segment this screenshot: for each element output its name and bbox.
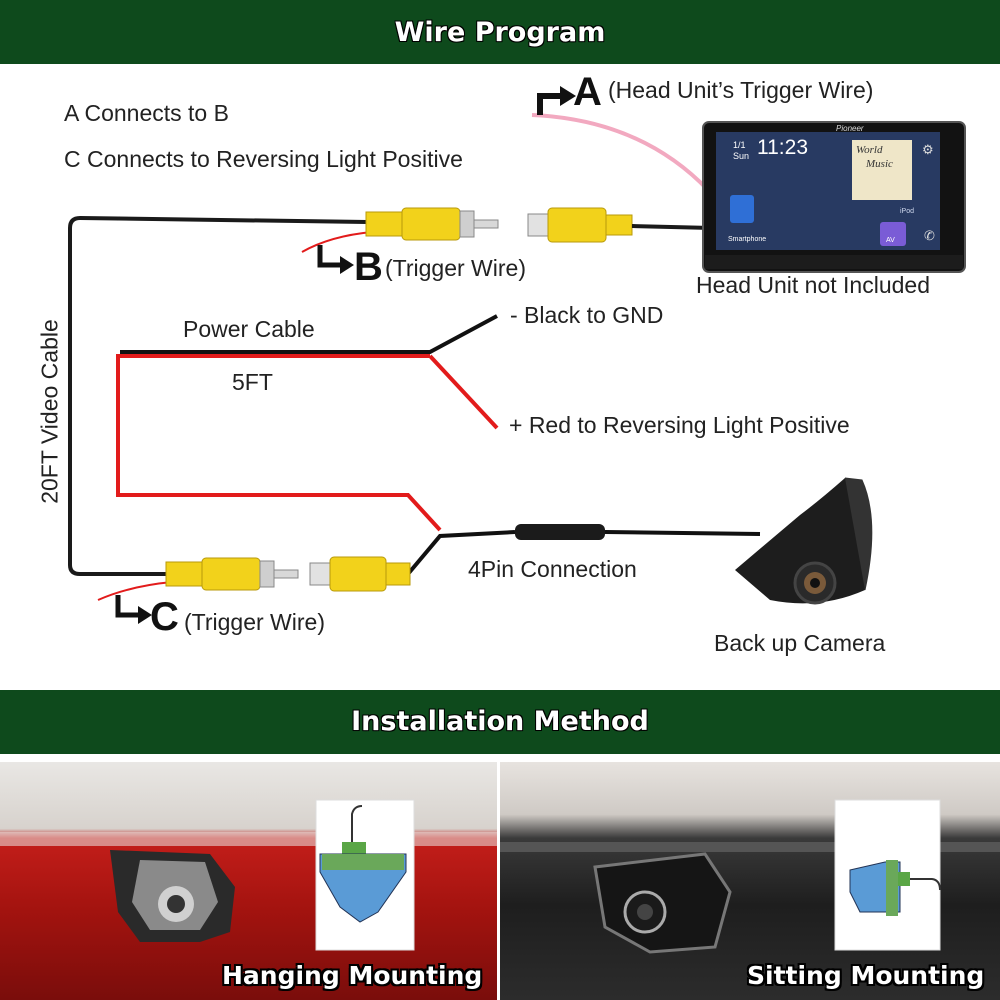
four-pin-label: 4Pin Connection (468, 556, 637, 582)
note-a-connects-b: A Connects to B (64, 100, 229, 126)
screen-brand: Pioneer (836, 124, 864, 133)
point-c-letter: C (150, 595, 179, 639)
screen-date: 1/1 Sun (733, 140, 750, 161)
rca-plug-top (365, 207, 499, 241)
rca-jack-bottom (309, 556, 411, 592)
rca-plug-bottom (165, 557, 299, 591)
sitting-mounting-photo: Sitting Mounting (500, 762, 1000, 1000)
wiring-diagram (68, 86, 966, 624)
point-c-text: (Trigger Wire) (184, 609, 325, 635)
arrow-c-icon (115, 595, 140, 618)
wire-program-banner: Wire Program (0, 0, 1000, 64)
head-unit-label: Head Unit not Included (696, 272, 930, 298)
rca-jack-top (527, 207, 633, 243)
red-trigger-wire-c (97, 581, 173, 601)
note-c-connects-reversing: C Connects to Reversing Light Positive (64, 146, 463, 172)
phone-icon: ✆ (924, 228, 935, 243)
camera-label: Back up Camera (714, 630, 886, 656)
video-cable (68, 215, 368, 576)
sitting-camera-illustration (500, 799, 1000, 954)
backup-camera (735, 477, 873, 605)
screen-source: iPod (900, 208, 915, 215)
length-5ft-label: 5FT (232, 369, 273, 395)
power-cable-label: Power Cable (183, 316, 315, 342)
red-power-wire (428, 354, 499, 430)
red-power-loop (116, 354, 442, 532)
red-trigger-wire-b (301, 231, 373, 253)
pink-trigger-wire (531, 113, 710, 192)
screen-smartphone: Smartphone (728, 236, 767, 243)
head-unit (702, 121, 966, 273)
point-a-text: (Head Unit’s Trigger Wire) (608, 77, 874, 103)
arrow-b-icon (317, 245, 342, 268)
black-gnd-wire (120, 314, 498, 354)
four-pin-connector (515, 524, 605, 540)
red-positive-label: + Red to Reversing Light Positive (509, 412, 850, 438)
screen-time: 11:23 (757, 136, 808, 159)
video-cable-label: 20FT Video Cable (36, 319, 63, 504)
point-b-text: (Trigger Wire) (385, 255, 526, 281)
point-a-letter: A (573, 70, 602, 114)
arrow-a-icon (537, 93, 562, 115)
screen-av: AV (886, 237, 895, 244)
sitting-mounting-caption: Sitting Mounting (747, 961, 985, 990)
hanging-camera-illustration (0, 799, 497, 951)
screen-album-line2: Music (866, 158, 893, 170)
screen-album-line1: World (856, 144, 883, 156)
point-b-letter: B (354, 245, 383, 289)
settings-gear-icon: ⚙ (922, 142, 934, 157)
hanging-mounting-photo: Hanging Mounting (0, 762, 497, 1000)
black-gnd-label: - Black to GND (510, 302, 664, 328)
installation-method-banner: Installation Method (0, 690, 1000, 754)
hanging-mounting-caption: Hanging Mounting (222, 961, 483, 990)
